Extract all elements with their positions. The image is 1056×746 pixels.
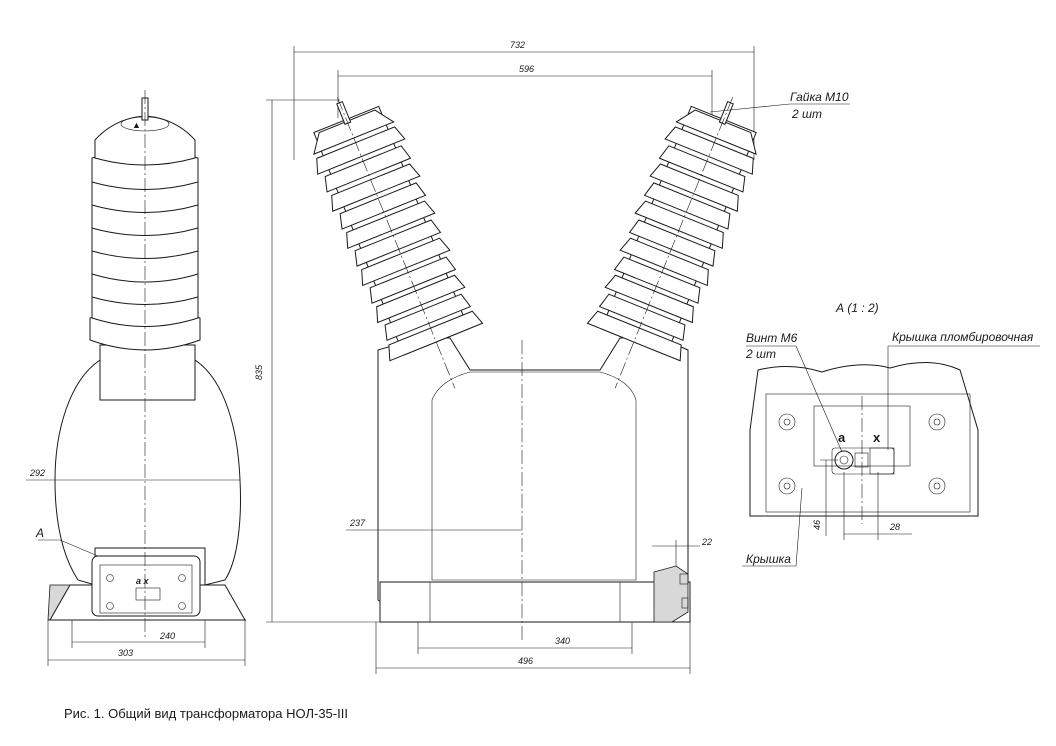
dim-596: 596 [519,64,534,74]
dim-46: 46 [812,520,822,530]
svg-text:a x: a x [136,576,150,586]
svg-text:▲: ▲ [132,120,141,130]
cover-label: Крышка [746,552,791,566]
dim-340: 340 [555,636,570,646]
terminal-a-label: a [838,430,846,445]
detail-a: А (1 : 2) a x Винт М6 2 шт Крышка пломби… [742,301,1040,567]
terminal-x-label: x [873,430,881,445]
left-insulator [313,97,484,389]
side-view: ▲ a x А 292 240 303 [26,90,246,666]
dim-496: 496 [518,656,533,666]
front-view: 835 732 596 [254,40,850,674]
dim-28: 28 [889,522,900,532]
detail-bolts [778,413,946,495]
dim-303: 303 [118,648,133,658]
view-a-label: А [35,526,44,540]
dim-22: 22 [701,537,712,547]
dim-237: 237 [349,518,366,528]
screw-label: Винт М6 [746,331,798,345]
dim-240: 240 [159,631,175,641]
dim-292: 292 [29,468,45,478]
dim-835: 835 [254,364,264,380]
detail-a-title: А (1 : 2) [835,301,879,315]
seal-cover-label: Крышка пломбировочная [892,330,1034,344]
right-insulator [586,97,757,389]
dim-732: 732 [510,40,525,50]
screw-count: 2 шт [745,347,776,361]
side-insulator: ▲ [89,97,201,351]
nut-count: 2 шт [791,107,822,121]
figure-caption: Рис. 1. Общий вид трансформатора НОЛ-35-… [64,706,348,721]
nut-label: Гайка М10 [790,90,849,104]
